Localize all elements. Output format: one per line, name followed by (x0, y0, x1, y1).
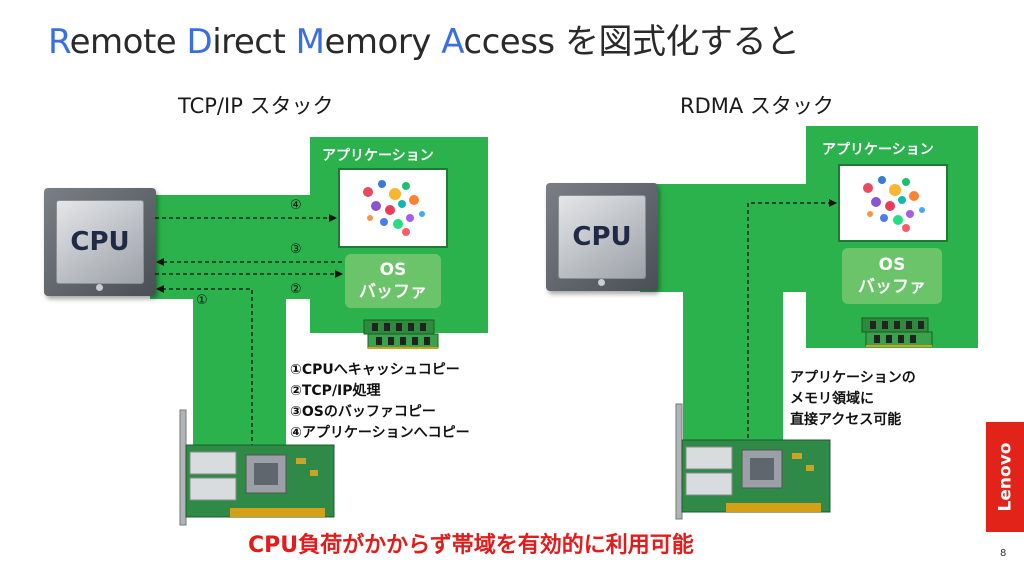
tcp-step-1: ① (196, 293, 208, 308)
title-text-m: emory (324, 22, 442, 62)
tcp-network-card-icon (179, 409, 335, 526)
lenovo-logo: Lenovo (986, 422, 1024, 532)
tcp-cpu-chip: CPU (44, 188, 156, 296)
tcp-arrow-1 (156, 285, 253, 455)
lenovo-logo-text: Lenovo (995, 442, 1015, 512)
tcp-app-label: アプリケーション (322, 148, 434, 164)
bottom-message: CPU負荷がかからず帯域を有効的に利用可能 (248, 533, 694, 558)
title-suffix: を図式化すると (564, 22, 800, 62)
tcp-cpu-bus (150, 195, 315, 299)
rdma-memory-icon (861, 317, 933, 347)
title-accent-m: M (295, 22, 325, 62)
tcp-os-label: OS (379, 260, 407, 280)
rdma-buffer-label: バッファ (858, 277, 926, 297)
rdma-app-label: アプリケーション (822, 142, 934, 158)
tcp-cpu-die: CPU (56, 200, 144, 284)
rdma-cpu-notch (598, 279, 605, 286)
tcp-memory-icon (363, 319, 439, 349)
rdma-app-window (838, 164, 948, 242)
rdma-cpu-chip: CPU (546, 183, 658, 291)
rdma-os-buffer: OS バッファ (842, 248, 942, 304)
rdma-note-1: アプリケーションの (790, 370, 916, 386)
rdma-pcie-bus (683, 285, 783, 450)
slide-title: Remote Direct Memory Access を図式化すると (48, 14, 800, 63)
tcp-note-1: ①CPUへキャッシュコピー (290, 362, 460, 378)
rdma-app-icons-cluster (863, 176, 925, 232)
tcp-buffer-label: バッファ (359, 282, 427, 302)
title-text-a: ccess (463, 22, 565, 62)
tcp-cpu-label: CPU (70, 227, 130, 257)
tcp-stack-label: TCP/IP スタック (178, 94, 334, 118)
tcp-app-icons-cluster (363, 180, 425, 236)
page-number: 8 (1000, 548, 1007, 559)
rdma-stack-label: RDMA スタック (680, 94, 834, 118)
title-accent-a: A (441, 22, 464, 62)
tcp-step-3: ③ (290, 242, 302, 257)
rdma-os-label: OS (878, 255, 906, 275)
rdma-note-3: 直接アクセス可能 (790, 412, 902, 428)
title-text-r: emote (69, 22, 187, 62)
rdma-cpu-label: CPU (572, 222, 632, 252)
rdma-network-card-icon (675, 403, 831, 520)
title-accent-d: D (186, 22, 213, 62)
rdma-cpu-die: CPU (558, 195, 646, 279)
tcp-step-4: ④ (290, 198, 302, 213)
tcp-cpu-notch (96, 284, 103, 291)
rdma-arrow-direct (747, 199, 837, 445)
tcp-os-buffer: OS バッファ (345, 254, 441, 308)
rdma-cpu-bus (640, 184, 810, 292)
tcp-note-3: ③OSのバッファコピー (290, 404, 436, 420)
rdma-notes: アプリケーションの メモリ領域に 直接アクセス可能 (790, 368, 916, 431)
tcp-app-window (338, 168, 448, 248)
title-accent-r: R (48, 22, 70, 62)
tcp-pcie-bus (193, 290, 286, 455)
title-text-d: irect (212, 22, 296, 62)
tcp-note-2: ②TCP/IP処理 (290, 383, 381, 399)
tcp-note-4: ④アプリケーションへコピー (290, 425, 470, 441)
tcp-step-2: ② (290, 282, 302, 297)
tcp-notes: ①CPUへキャッシュコピー ②TCP/IP処理 ③OSのバッファコピー ④アプリ… (290, 360, 470, 444)
rdma-note-2: メモリ領域に (790, 391, 874, 407)
